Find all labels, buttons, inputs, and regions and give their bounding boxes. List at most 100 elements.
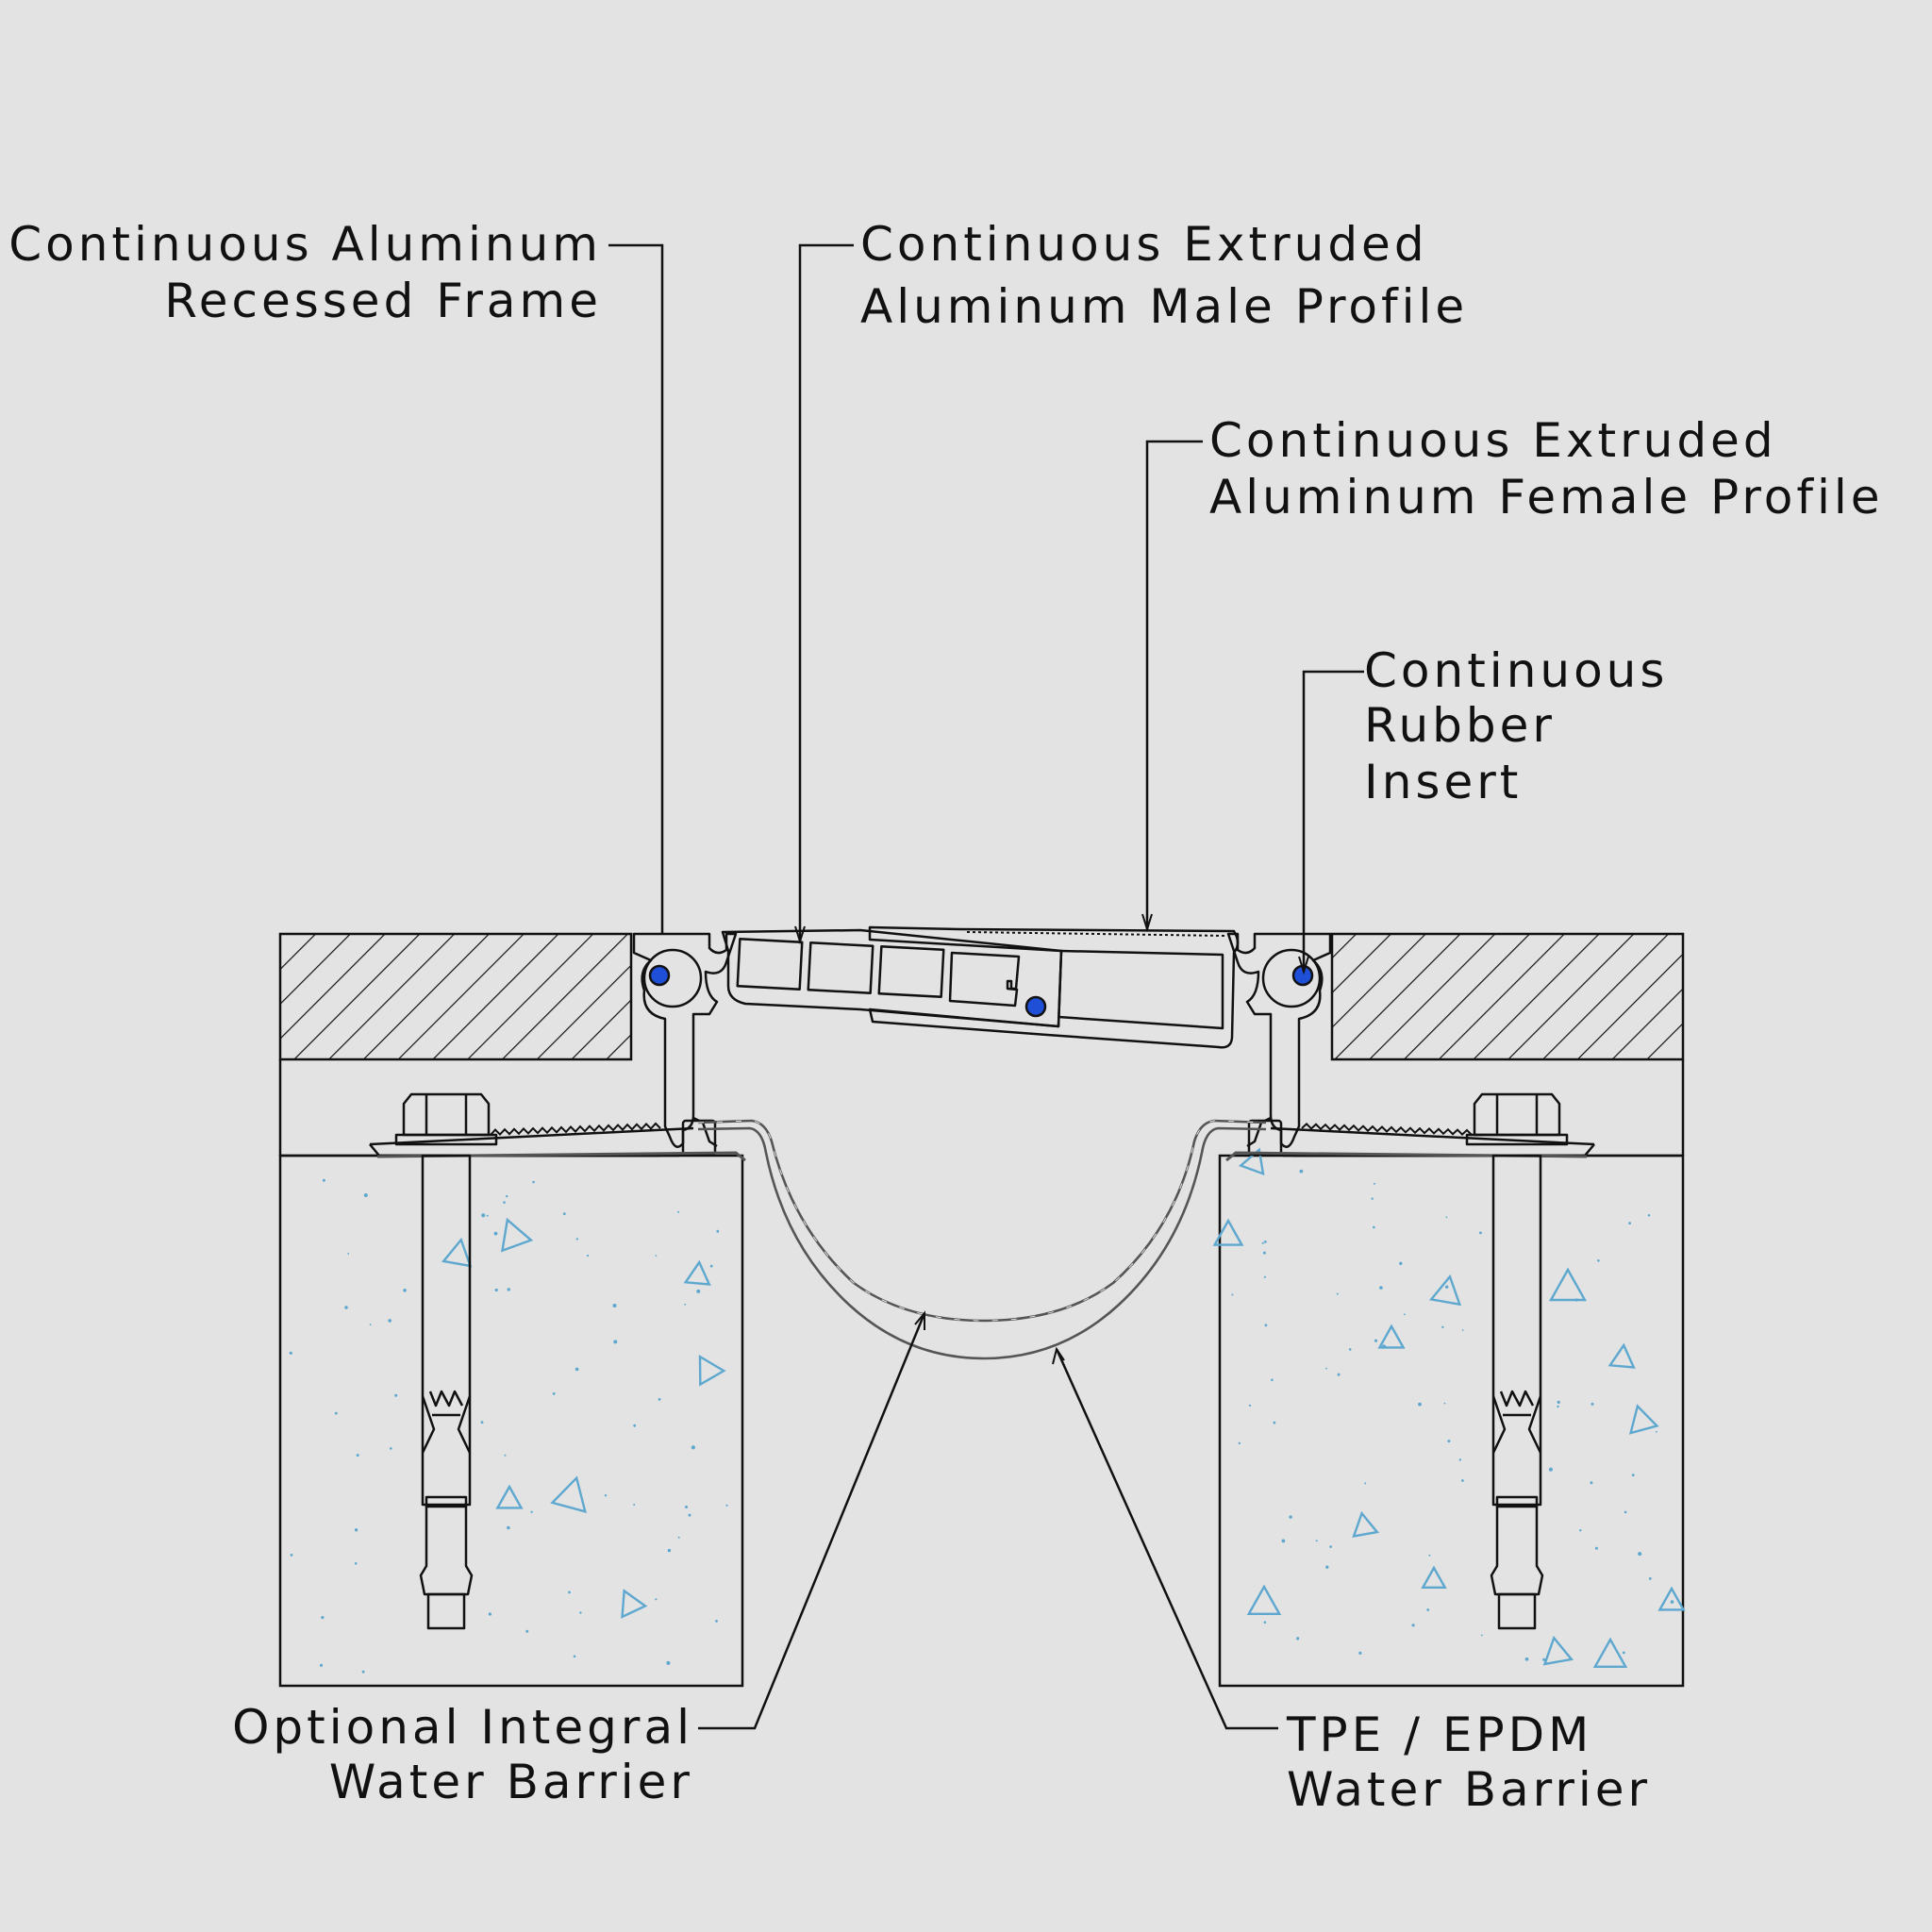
aggregate-speck bbox=[507, 1288, 510, 1291]
aggregate-speck bbox=[394, 1393, 398, 1397]
aggregate-speck bbox=[334, 1411, 338, 1415]
aggregate-speck bbox=[488, 1612, 492, 1616]
aggregate-speck bbox=[507, 1525, 510, 1530]
aggregate-speck bbox=[481, 1213, 486, 1218]
left-rubber-insert bbox=[648, 964, 671, 987]
aggregate-speck bbox=[1299, 1169, 1304, 1174]
aggregate-speck bbox=[1426, 1608, 1430, 1611]
aggregate-speck bbox=[347, 1253, 350, 1255]
aggregate-speck bbox=[1524, 1657, 1529, 1661]
left-anchor-flange bbox=[369, 1122, 694, 1158]
aggregate-speck bbox=[613, 1340, 618, 1344]
aggregate-speck bbox=[1263, 1275, 1266, 1278]
label-tpe-barrier-line1: TPE / EPDM bbox=[1286, 1707, 1592, 1762]
aggregate-speck bbox=[1382, 1344, 1387, 1349]
aggregate-speck bbox=[1261, 1241, 1264, 1244]
right-anchor-flange bbox=[1270, 1123, 1595, 1158]
aggregate-speck bbox=[1271, 1378, 1274, 1382]
aggregate-speck bbox=[1458, 1458, 1462, 1461]
aggregate-speck bbox=[1374, 1339, 1378, 1342]
aggregate-stone bbox=[683, 1259, 711, 1286]
aggregate-stone bbox=[1246, 1584, 1282, 1615]
aggregate-stone bbox=[1607, 1342, 1636, 1369]
aggregate-speck bbox=[1374, 1182, 1375, 1185]
aggregate-speck bbox=[1418, 1402, 1422, 1407]
aggregate-speck bbox=[1325, 1565, 1329, 1569]
aggregate-speck bbox=[388, 1319, 392, 1323]
aggregate-speck bbox=[361, 1670, 365, 1674]
aggregate-speck bbox=[289, 1351, 292, 1355]
aggregate-speck bbox=[1325, 1367, 1327, 1370]
aggregate-speck bbox=[575, 1367, 579, 1372]
aggregate-stone bbox=[495, 1484, 524, 1509]
aggregate-speck bbox=[1348, 1348, 1352, 1351]
profile-rubber-insert bbox=[1024, 995, 1047, 1018]
aggregate-speck bbox=[1264, 1324, 1268, 1327]
aggregate-speck bbox=[1557, 1400, 1560, 1404]
aggregate-stone bbox=[1212, 1218, 1244, 1246]
label-female-profile-line1: Continuous Extruded bbox=[1209, 413, 1777, 468]
aggregate-speck bbox=[696, 1289, 701, 1293]
label-integral-barrier-line2: Water Barrier bbox=[329, 1755, 693, 1809]
aggregate-speck bbox=[633, 1504, 636, 1506]
aggregate-speck bbox=[575, 1238, 578, 1241]
aggregate-stone bbox=[1542, 1635, 1574, 1666]
leader-male-profile bbox=[798, 243, 854, 941]
aggregate-speck bbox=[1628, 1222, 1631, 1224]
aggregate-speck bbox=[321, 1616, 325, 1620]
aggregate-speck bbox=[1461, 1479, 1464, 1482]
aggregate-speck bbox=[1443, 1402, 1446, 1405]
aggregate-stone bbox=[1592, 1637, 1628, 1668]
aggregate-speck bbox=[1574, 1298, 1578, 1302]
aggregate-speck bbox=[1622, 1651, 1625, 1655]
aggregate-speck bbox=[1597, 1259, 1600, 1262]
aggregate-speck bbox=[1441, 1325, 1444, 1329]
aggregate-speck bbox=[1480, 1634, 1483, 1637]
left-hatched-finish bbox=[278, 932, 633, 1061]
left-concrete-block bbox=[278, 1154, 744, 1688]
aggregate-speck bbox=[1624, 1510, 1627, 1514]
label-rubber-insert-line2: Rubber bbox=[1364, 698, 1556, 753]
leader-lines bbox=[608, 243, 1364, 1730]
right-concrete-block bbox=[1218, 1154, 1685, 1688]
aggregate-speck bbox=[354, 1528, 358, 1532]
aggregate-speck bbox=[1591, 1402, 1594, 1406]
aggregate-speck bbox=[1373, 1225, 1375, 1229]
aggregate-speck bbox=[1337, 1373, 1341, 1376]
aggregate-stone bbox=[500, 1217, 534, 1253]
label-integral-barrier: Optional Integral Water Barrier bbox=[232, 1700, 693, 1809]
leader-recessed-frame bbox=[608, 243, 664, 934]
aggregate-speck bbox=[1289, 1515, 1292, 1519]
aggregate-speck bbox=[363, 1193, 368, 1197]
right-anchor-bolt bbox=[1465, 1092, 1569, 1630]
aggregate-speck bbox=[369, 1324, 372, 1326]
aggregate-speck bbox=[530, 1510, 533, 1514]
aggregate-speck bbox=[1655, 1430, 1657, 1433]
label-tpe-barrier: TPE / EPDM Water Barrier bbox=[1286, 1707, 1647, 1817]
aggregate-speck bbox=[658, 1398, 661, 1401]
aggregate-speck bbox=[493, 1231, 498, 1236]
aggregate-speck bbox=[1399, 1261, 1403, 1266]
aggregate-speck bbox=[1315, 1540, 1318, 1542]
concrete-aggregate bbox=[289, 1147, 1686, 1674]
aggregate-speck bbox=[685, 1506, 688, 1508]
aggregate-speck bbox=[1411, 1624, 1415, 1627]
rubber-insert bbox=[648, 964, 1314, 1018]
leader-arrowheads bbox=[794, 913, 1309, 1365]
aggregate-speck bbox=[290, 1554, 293, 1557]
aggregate-speck bbox=[1263, 1621, 1267, 1624]
aggregate-stone bbox=[1428, 1274, 1462, 1307]
aggregate-speck bbox=[1379, 1286, 1383, 1290]
aggregate-speck bbox=[587, 1254, 590, 1257]
aggregate-speck bbox=[552, 1392, 556, 1395]
tpe-epdm-water-barrier bbox=[376, 1119, 1588, 1360]
left-anchor-bolt bbox=[394, 1092, 498, 1630]
aggregate-speck bbox=[390, 1447, 392, 1450]
aggregate-speck bbox=[725, 1504, 728, 1507]
label-rubber-insert-line3: Insert bbox=[1364, 755, 1522, 809]
aggregate-stone bbox=[1352, 1510, 1380, 1538]
aggregate-speck bbox=[716, 1229, 720, 1233]
leader-integral-barrier bbox=[698, 1312, 926, 1730]
aggregate-speck bbox=[1631, 1474, 1635, 1476]
aggregate-speck bbox=[1445, 1285, 1449, 1289]
